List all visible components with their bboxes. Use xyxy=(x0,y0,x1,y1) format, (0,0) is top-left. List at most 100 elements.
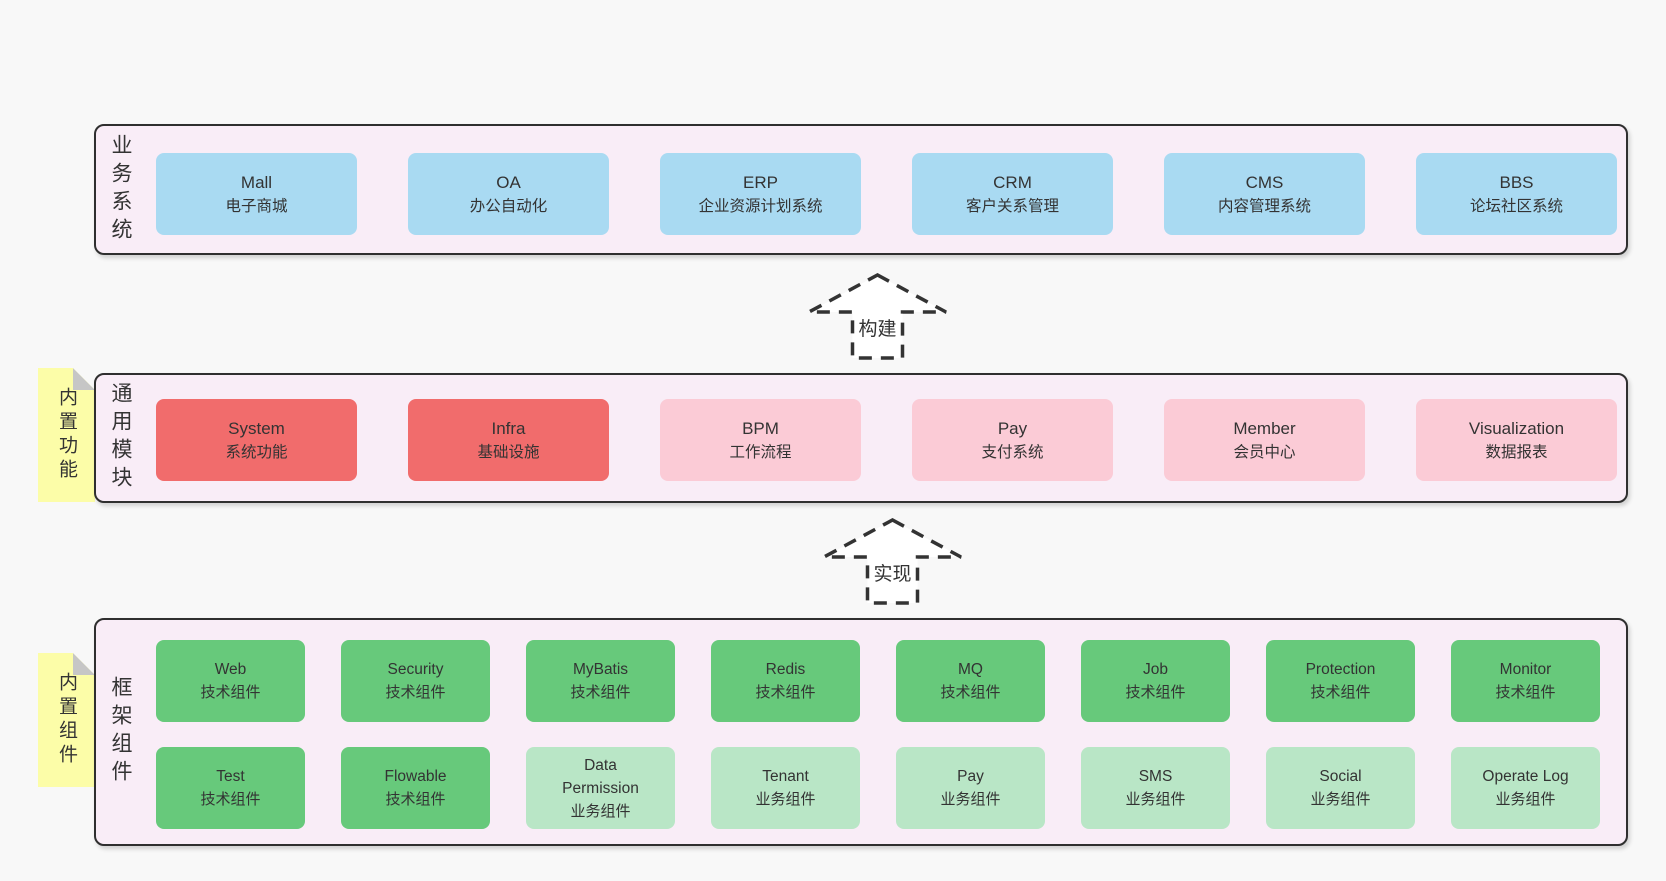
box-subtitle: 企业资源计划系统 xyxy=(698,197,823,215)
box-title: BBS xyxy=(1499,172,1534,192)
box-security: Security 技术组件 xyxy=(341,640,490,722)
box-subtitle: 技术组件 xyxy=(1495,684,1556,701)
build-arrow-icon: 构建 xyxy=(808,273,947,360)
box-subtitle: 办公自动化 xyxy=(469,197,548,215)
arrow-label: 构建 xyxy=(858,318,896,340)
box-subtitle: 业务组件 xyxy=(570,802,631,820)
box-subtitle: 电子商城 xyxy=(225,197,288,215)
box-title: SMS xyxy=(1138,768,1173,785)
box-crm: CRM 客户关系管理 xyxy=(912,153,1113,235)
folded-corner-icon xyxy=(73,368,95,390)
box-data-permission: Data Permission 业务组件 xyxy=(526,747,675,829)
box-subtitle: 业务组件 xyxy=(755,791,816,808)
box-subtitle: 业务组件 xyxy=(940,791,1001,808)
sticky-note-label: 内置功能 xyxy=(56,387,77,483)
box-title: Pay xyxy=(957,768,984,785)
box-title: CRM xyxy=(993,172,1032,192)
box-title: OA xyxy=(496,172,521,192)
box-title: Job xyxy=(1143,661,1168,678)
box-subtitle: 技术组件 xyxy=(1310,684,1371,701)
implement-arrow-icon: 实现 xyxy=(823,518,962,605)
panel-label-framework-components: 框架组件 xyxy=(109,676,132,788)
box-subtitle: 业务组件 xyxy=(1125,791,1186,808)
box-subtitle: 支付系统 xyxy=(981,443,1044,461)
box-title: Social xyxy=(1319,768,1362,785)
box-subtitle: 技术组件 xyxy=(1125,684,1186,701)
box-subtitle: 技术组件 xyxy=(570,684,631,701)
box-subtitle: 会员中心 xyxy=(1233,443,1296,461)
box-pay: Pay 业务组件 xyxy=(896,747,1045,829)
box-title: Security xyxy=(387,661,444,678)
box-title: Visualization xyxy=(1468,418,1565,438)
box-web: Web 技术组件 xyxy=(156,640,305,722)
panel-business-systems: 业务系统 Mall 电子商城 OA 办公自动化 ERP 企业资源计划系统 CRM 客户关系管理… xyxy=(94,124,1628,255)
box-mybatis: MyBatis 技术组件 xyxy=(526,640,675,722)
box-title: Flowable xyxy=(384,768,447,785)
box-social: Social 业务组件 xyxy=(1266,747,1415,829)
box-title: MQ xyxy=(958,661,983,678)
box-title: Operate Log xyxy=(1482,768,1569,785)
arrow-label-bg xyxy=(854,315,901,341)
box-title: Test xyxy=(216,768,245,785)
box-subtitle: 基础设施 xyxy=(477,443,540,461)
box-job: Job 技术组件 xyxy=(1081,640,1230,722)
box-title: Member xyxy=(1233,418,1296,438)
box-subtitle: 技术组件 xyxy=(385,684,446,701)
box-subtitle: 技术组件 xyxy=(940,684,1001,701)
box-title: Monitor xyxy=(1499,661,1552,678)
folded-corner-icon xyxy=(73,653,95,675)
box-subtitle: 客户关系管理 xyxy=(965,197,1059,215)
box-subtitle: 业务组件 xyxy=(1310,791,1371,808)
arrow-label-bg xyxy=(869,560,916,586)
box-infra: Infra 基础设施 xyxy=(408,399,609,481)
box-erp: ERP 企业资源计划系统 xyxy=(660,153,861,235)
box-monitor: Monitor 技术组件 xyxy=(1451,640,1600,722)
box-oa: OA 办公自动化 xyxy=(408,153,609,235)
box-title: Data Permission xyxy=(562,756,639,797)
box-bbs: BBS 论坛社区系统 xyxy=(1416,153,1617,235)
box-pay: Pay 支付系统 xyxy=(912,399,1113,481)
box-subtitle: 内容管理系统 xyxy=(1217,197,1311,215)
box-subtitle: 业务组件 xyxy=(1495,791,1556,808)
box-subtitle: 技术组件 xyxy=(200,684,261,701)
panel-label-common-modules: 通用模块 xyxy=(109,382,132,494)
box-title: Infra xyxy=(491,418,526,438)
box-subtitle: 技术组件 xyxy=(385,791,446,808)
box-title: MyBatis xyxy=(572,661,629,678)
box-subtitle: 系统功能 xyxy=(225,443,288,461)
box-title: System xyxy=(228,418,285,438)
sticky-note-built-in-components: 内置组件 xyxy=(38,653,95,787)
arrow-label: 实现 xyxy=(873,563,911,585)
box-operate-log: Operate Log 业务组件 xyxy=(1451,747,1600,829)
box-title: Pay xyxy=(997,418,1028,438)
box-flowable: Flowable 技术组件 xyxy=(341,747,490,829)
box-title: ERP xyxy=(743,172,778,192)
box-subtitle: 技术组件 xyxy=(755,684,816,701)
box-system: System 系统功能 xyxy=(156,399,357,481)
box-title: CMS xyxy=(1245,172,1284,192)
box-tenant: Tenant 业务组件 xyxy=(711,747,860,829)
box-title: BPM xyxy=(742,418,779,438)
box-subtitle: 论坛社区系统 xyxy=(1469,197,1563,215)
panel-label-business-systems: 业务系统 xyxy=(109,133,132,246)
box-member: Member 会员中心 xyxy=(1164,399,1365,481)
box-title: Mall xyxy=(240,172,273,192)
box-title: Tenant xyxy=(762,768,809,785)
box-redis: Redis 技术组件 xyxy=(711,640,860,722)
box-mall: Mall 电子商城 xyxy=(156,153,357,235)
box-sms: SMS 业务组件 xyxy=(1081,747,1230,829)
box-mq: MQ 技术组件 xyxy=(896,640,1045,722)
sticky-note-built-in-features: 内置功能 xyxy=(38,368,95,502)
box-title: Web xyxy=(214,661,247,678)
box-title: Redis xyxy=(765,661,806,678)
